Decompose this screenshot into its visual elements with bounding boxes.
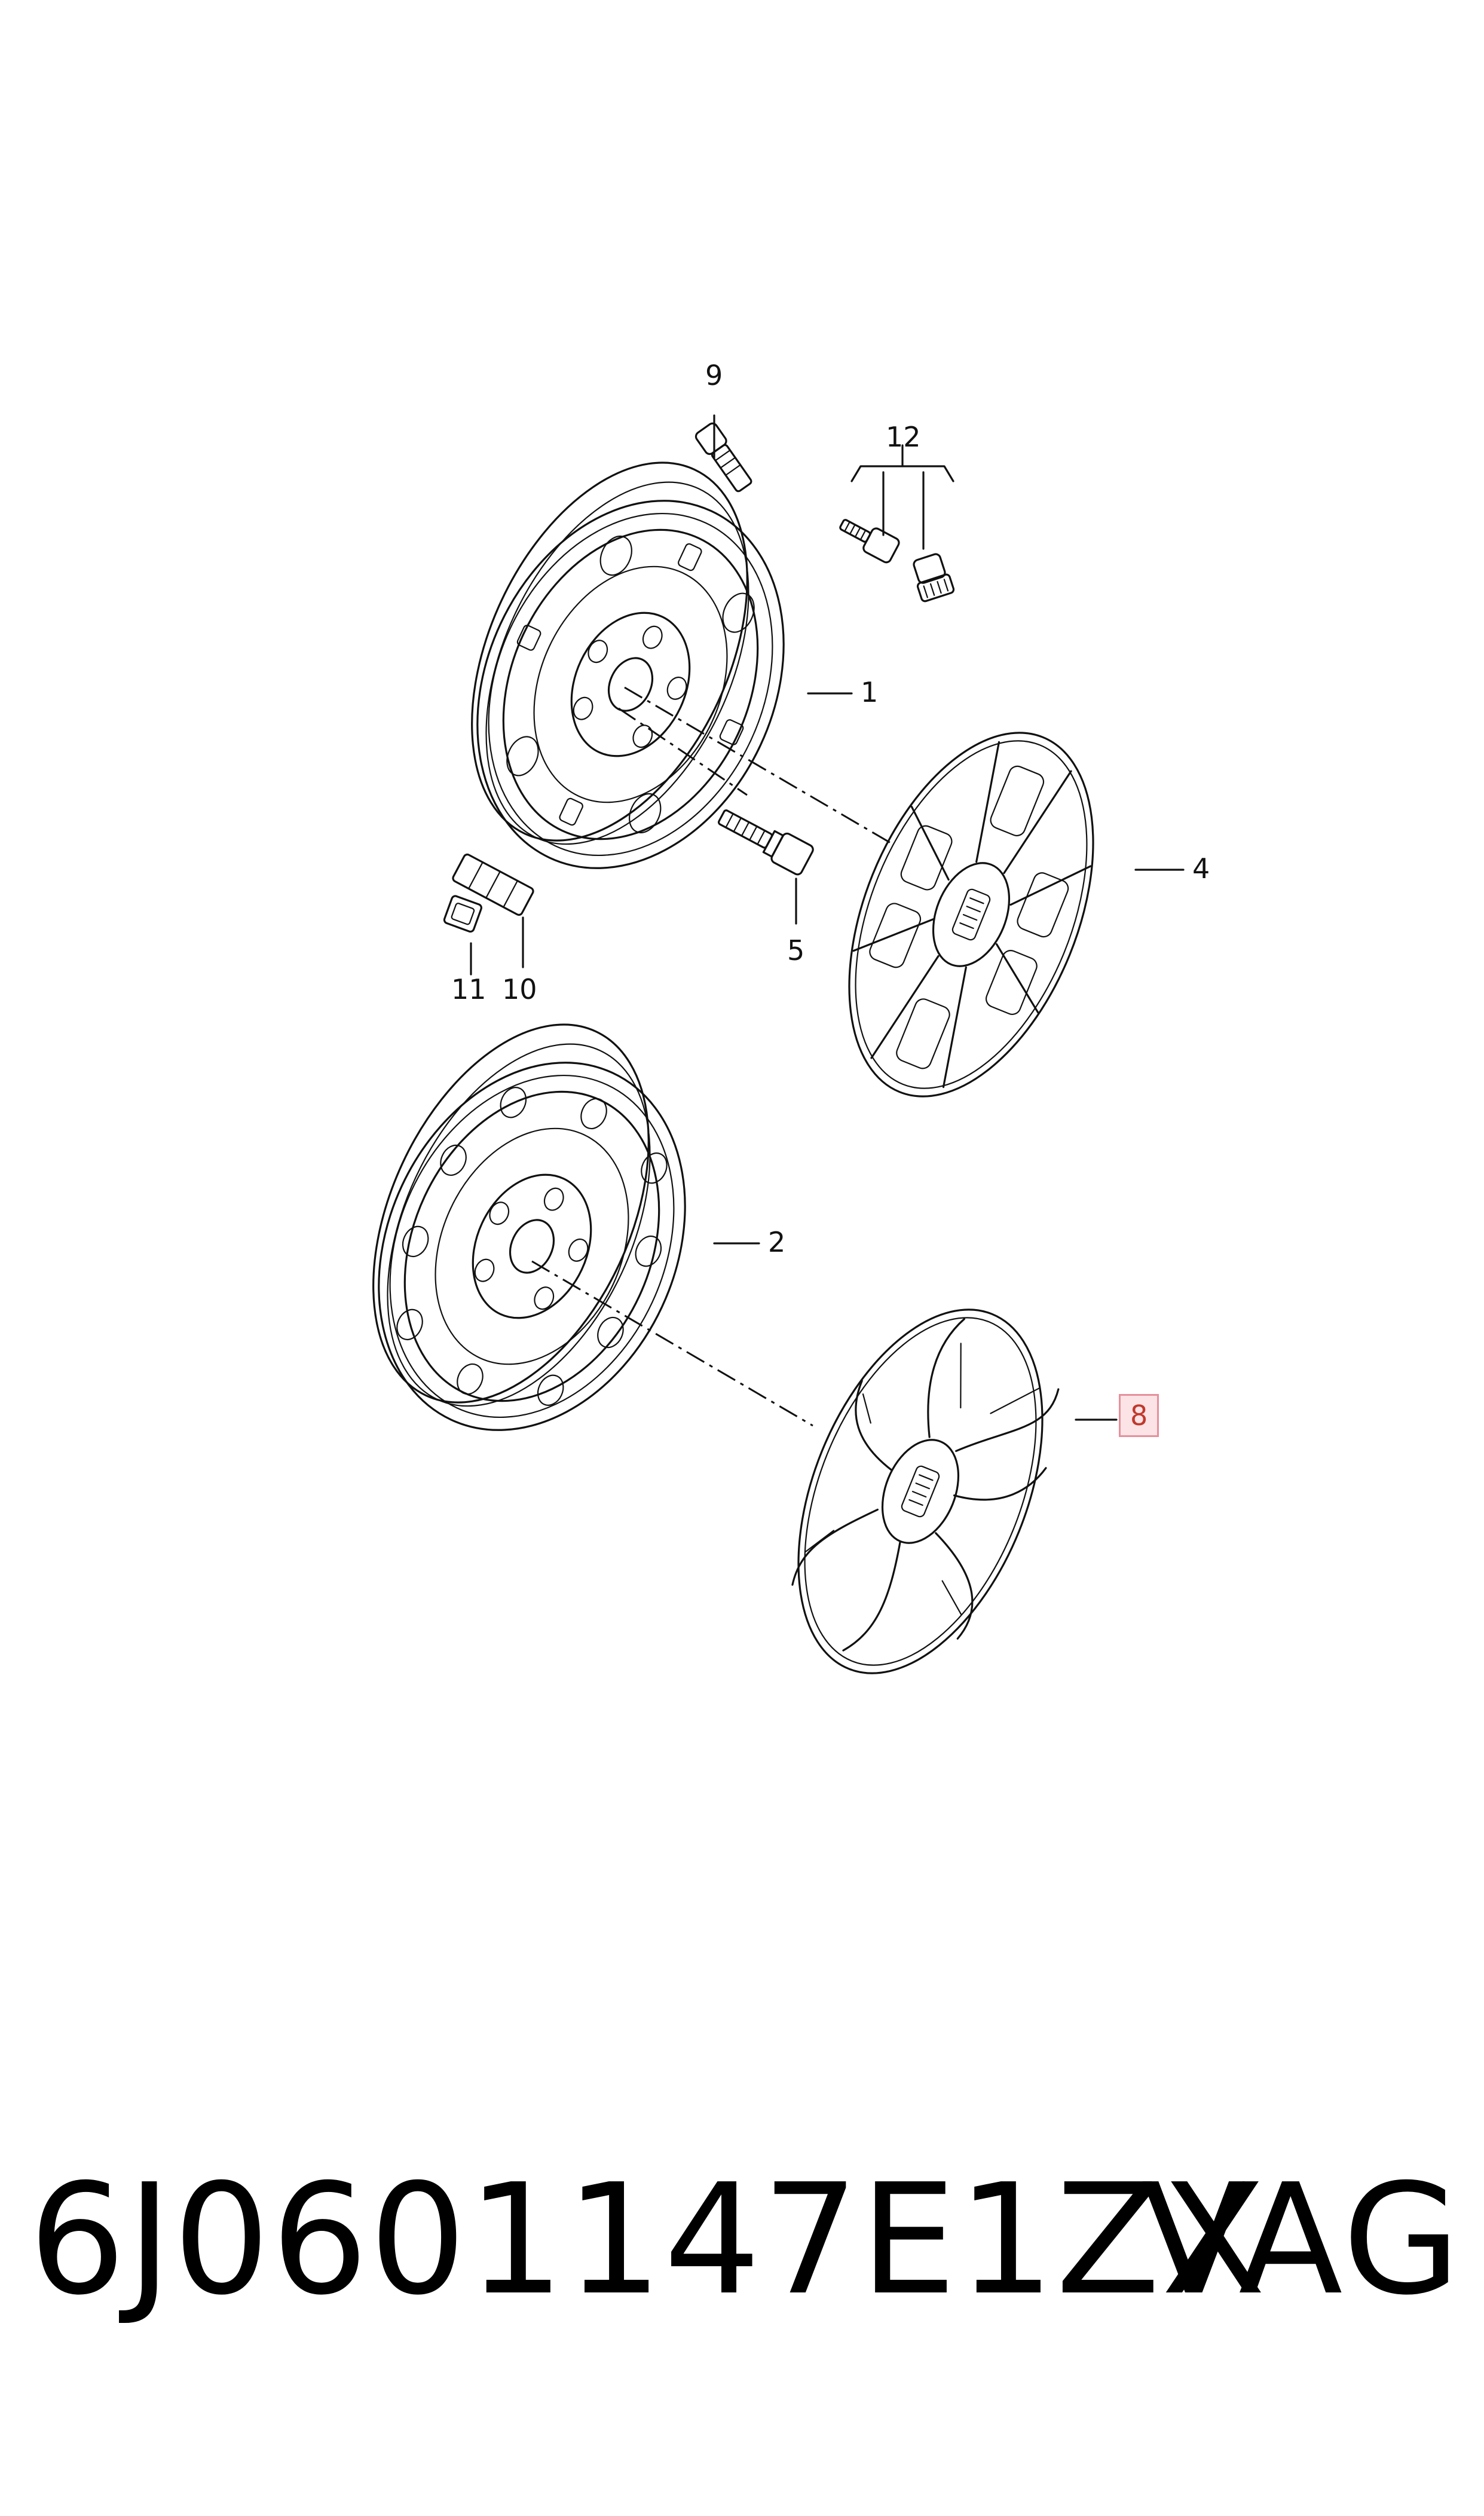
callout-9: 9 [705, 359, 723, 392]
callout-11: 11 [451, 973, 486, 1005]
callout-2: 2 [768, 1226, 786, 1258]
wheel-bolt [717, 809, 814, 876]
axis-lines [531, 686, 891, 1427]
steel-wheel-lower [372, 1023, 686, 1431]
brand-name: VAG [1142, 2151, 1463, 2329]
wheel-exploded-diagram [372, 414, 1185, 1674]
leader-lines [470, 414, 1185, 1421]
valve-stem [694, 422, 752, 493]
part-number: 6J0601147E1ZX [29, 2151, 1267, 2329]
hub-cap-upper [848, 732, 1094, 1097]
callout-10: 10 [502, 973, 537, 1005]
balance-weight-11 [443, 895, 482, 933]
steel-wheel-upper [471, 461, 785, 869]
callout-1: 1 [861, 676, 879, 708]
callout-8-highlighted[interactable]: 8 [1119, 1394, 1159, 1437]
footer: 6J0601147E1ZX VAG [0, 2164, 1484, 2379]
hub-cap-lower [791, 1309, 1060, 1674]
callout-4: 4 [1192, 852, 1210, 885]
callout-12: 12 [886, 421, 921, 453]
callout-5: 5 [787, 934, 805, 967]
balance-weight-10 [452, 853, 534, 916]
locking-bolt-set [839, 444, 955, 603]
